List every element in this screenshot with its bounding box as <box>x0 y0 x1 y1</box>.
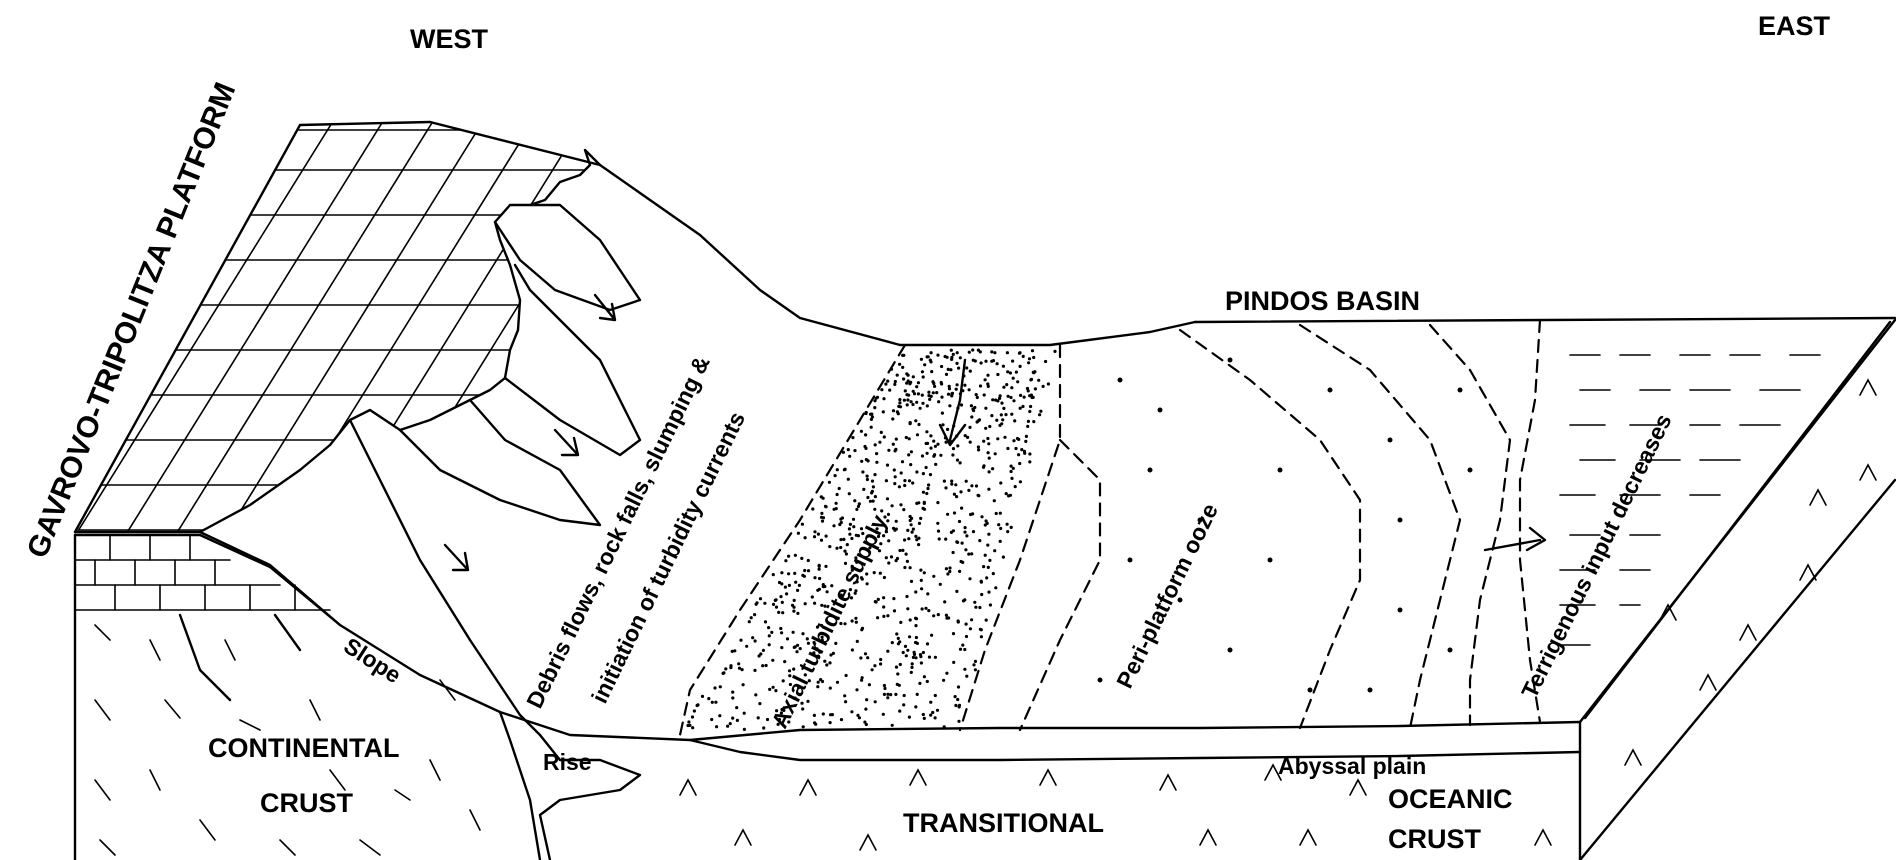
label-continental: CONTINENTAL <box>208 733 399 763</box>
label-crust-left: CRUST <box>260 788 354 818</box>
label-transitional: TRANSITIONAL <box>903 808 1104 838</box>
label-peri: Peri-platform ooze <box>1111 499 1223 692</box>
label-oceanic: OCEANIC <box>1388 784 1513 814</box>
label-west: WEST <box>410 24 489 54</box>
label-abyssal: Abyssal plain <box>1278 753 1426 779</box>
label-slope: Slope <box>339 632 406 688</box>
debris-tongues <box>350 205 1545 735</box>
label-pindos-basin: PINDOS BASIN <box>1225 286 1420 316</box>
label-terrigenous: Terrigenous input decreases <box>1516 410 1676 702</box>
block-outline <box>75 318 1895 860</box>
label-east: EAST <box>1758 11 1831 41</box>
label-rise: Rise <box>543 749 592 775</box>
label-crust-right: CRUST <box>1388 824 1482 854</box>
